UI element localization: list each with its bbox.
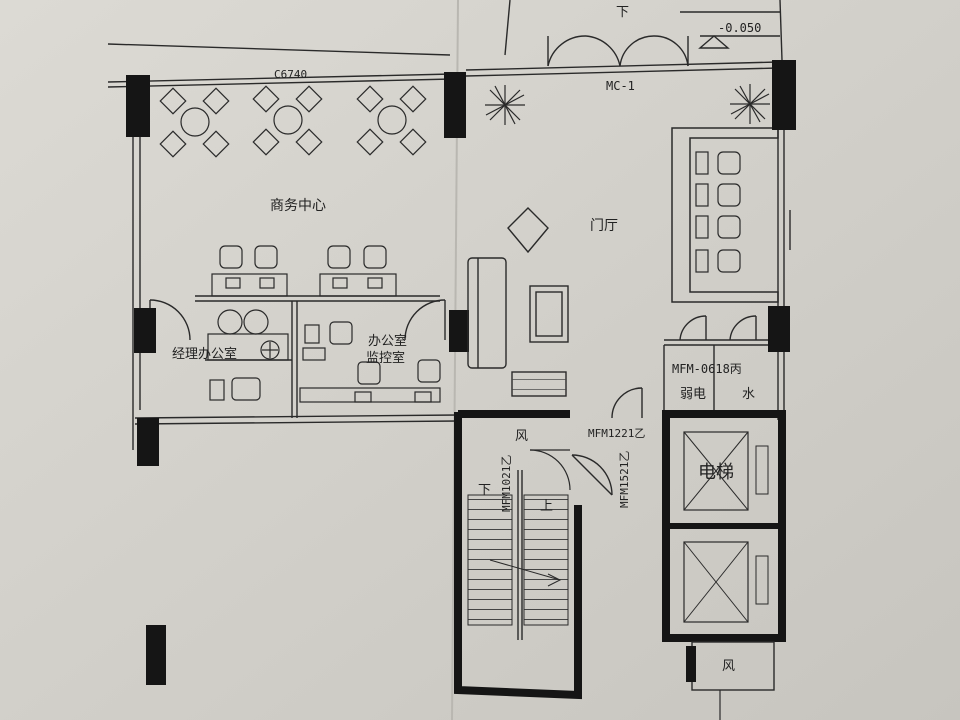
- door-label-mfm0618: MFM-0618丙: [672, 362, 742, 376]
- room-label-water: 水: [742, 387, 755, 402]
- room-label-elevator: 电梯: [698, 462, 734, 483]
- room-label-office: 办公室: [368, 333, 407, 349]
- room-label-wind-stair: 风: [515, 429, 528, 444]
- window-label-c6740: C6740: [274, 68, 307, 81]
- office-furniture: [299, 321, 441, 403]
- plant-right: [730, 84, 770, 124]
- computer-desks: [211, 245, 397, 297]
- room-label-weak-current: 弱电: [680, 387, 706, 402]
- down-label-top: 下: [616, 5, 629, 20]
- manager-office-furniture: [207, 309, 289, 401]
- door-label-mfm1021: MFM1021乙: [500, 455, 513, 512]
- room-label-business-center: 商务中心: [270, 198, 326, 214]
- stair-core: [454, 410, 582, 700]
- plant-left: [485, 85, 525, 125]
- door-label-mc1: MC-1: [606, 79, 635, 93]
- left-columns: [126, 72, 469, 685]
- right-columns: [768, 60, 796, 352]
- room-label-lobby: 门厅: [590, 218, 618, 234]
- elevator-core: [662, 410, 786, 720]
- door-label-mfm1521: MFM1521乙: [618, 451, 631, 508]
- room-label-monitor: 监控室: [366, 350, 405, 366]
- door-label-mfm1221: MFM1221乙: [588, 427, 645, 440]
- stair-label-up: 上: [540, 499, 553, 514]
- stair-label-down: 下: [478, 483, 491, 498]
- business-center-tables: [159, 85, 427, 158]
- level-label: -0.050: [718, 21, 761, 35]
- reception-chairs: [695, 151, 741, 273]
- lobby-rug: [512, 372, 566, 396]
- room-label-wind-shaft: 风: [722, 659, 735, 674]
- room-label-manager-office: 经理办公室: [172, 346, 237, 362]
- table-group-1: [159, 87, 230, 158]
- table-group-2: [252, 85, 323, 156]
- table-group-3: [356, 85, 427, 156]
